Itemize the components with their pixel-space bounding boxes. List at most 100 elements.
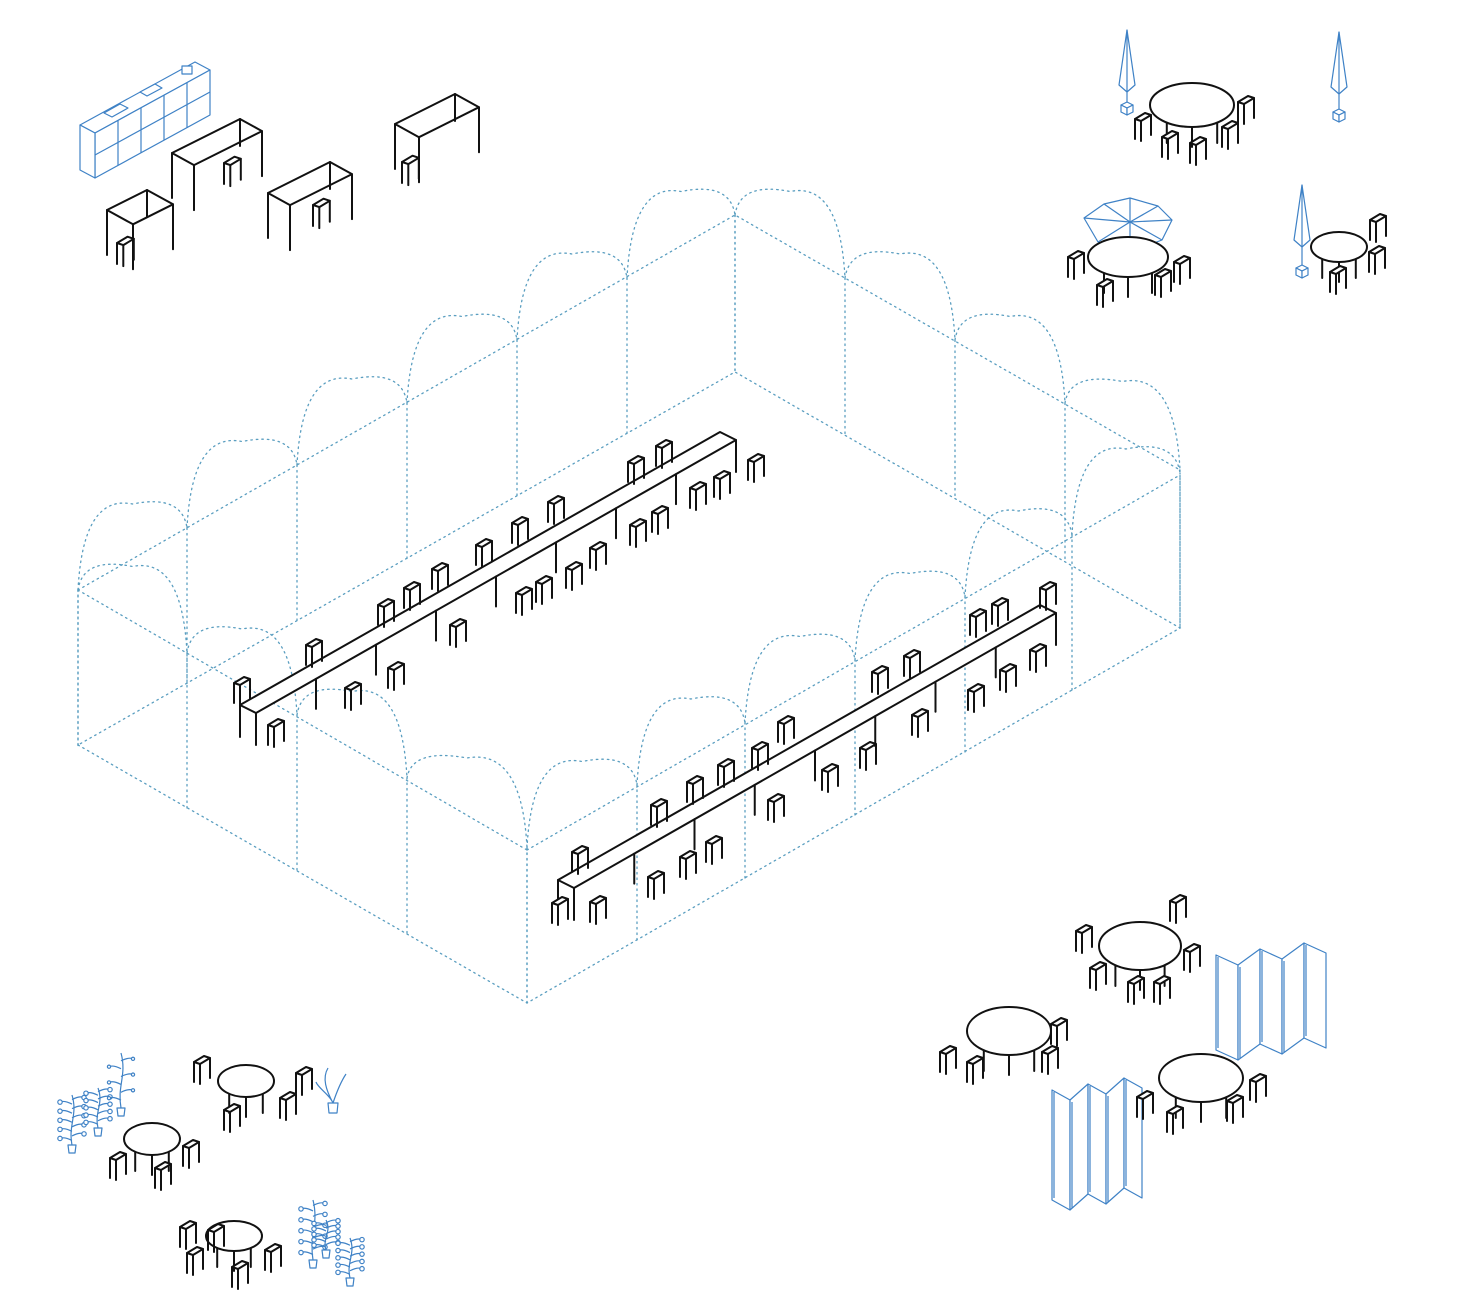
stool-icon xyxy=(1169,894,1187,924)
stool-icon xyxy=(999,663,1017,693)
stool-icon xyxy=(1161,130,1179,160)
stool-icon xyxy=(431,562,449,592)
stool-icon xyxy=(312,197,331,230)
arch-icon xyxy=(854,570,966,661)
screen-tables-group xyxy=(939,894,1327,1211)
stool-icon xyxy=(1039,581,1057,611)
stool-icon xyxy=(511,516,529,546)
arch-icon xyxy=(636,696,746,786)
stool-icon xyxy=(223,155,242,188)
stool-icon xyxy=(116,235,135,268)
arch-icon xyxy=(954,313,1066,404)
potted-plant-icon xyxy=(83,1086,113,1137)
arch-icon xyxy=(296,376,408,466)
stool-icon xyxy=(686,775,704,805)
plant-tables-group xyxy=(57,1052,365,1290)
hall-edge xyxy=(77,589,528,851)
desk-icon xyxy=(171,118,263,212)
stool-icon xyxy=(1136,1090,1154,1120)
stool-icon xyxy=(713,470,731,500)
potted-plant-icon xyxy=(57,1094,87,1154)
stool-icon xyxy=(679,850,697,880)
arch-icon xyxy=(296,688,408,779)
round-table-icon xyxy=(966,1006,1052,1076)
arch-icon xyxy=(1064,378,1181,471)
arch-icon xyxy=(516,251,628,341)
stool-icon xyxy=(650,798,668,828)
round-table-icon xyxy=(217,1064,275,1118)
stool-icon xyxy=(1029,643,1047,673)
round-table-icon xyxy=(123,1122,181,1176)
stool-icon xyxy=(747,453,765,483)
stool-icon xyxy=(515,586,533,616)
stool-icon xyxy=(1050,1017,1068,1047)
stool-icon xyxy=(233,676,251,706)
stool-icon xyxy=(1368,245,1386,275)
stool-icon xyxy=(991,597,1009,627)
stool-icon xyxy=(911,708,929,738)
stool-icon xyxy=(571,845,589,875)
arch-icon xyxy=(526,758,638,849)
potted-plant-icon xyxy=(315,1067,347,1114)
stool-icon xyxy=(589,541,607,571)
folding-screen-icon xyxy=(1051,1077,1143,1211)
stool-icon xyxy=(655,439,673,469)
stool-icon xyxy=(535,575,553,605)
stool-icon xyxy=(267,718,285,748)
desk-icon xyxy=(106,189,174,271)
desk-icon xyxy=(267,161,353,252)
stool-icon xyxy=(186,1246,204,1276)
stool-icon xyxy=(629,518,647,548)
stool-icon xyxy=(966,1055,984,1085)
stool-icon xyxy=(1329,265,1347,295)
stool-icon xyxy=(223,1103,241,1133)
arch-icon xyxy=(844,251,956,341)
arch-icon xyxy=(406,754,528,849)
stool-icon xyxy=(193,1055,211,1085)
arch-icon xyxy=(734,188,846,279)
stool-icon xyxy=(821,763,839,793)
stool-icon xyxy=(182,1139,200,1169)
potted-plant-icon xyxy=(335,1236,365,1287)
stool-icon xyxy=(179,1220,197,1250)
stool-icon xyxy=(1096,278,1114,308)
long-tables-group xyxy=(233,431,1057,926)
stool-icon xyxy=(705,835,723,865)
arch-icon xyxy=(186,626,298,716)
stool-icon xyxy=(1189,136,1207,166)
stool-icon xyxy=(403,581,421,611)
umbrella-icon xyxy=(1330,31,1348,123)
stool-icon xyxy=(547,495,565,525)
stool-icon xyxy=(751,741,769,771)
round-table-icon xyxy=(1310,231,1368,283)
stool-icon xyxy=(969,608,987,638)
stool-icon xyxy=(1249,1073,1267,1103)
stool-icon xyxy=(1041,1045,1059,1075)
arched-hall xyxy=(77,188,1182,1004)
arch-icon xyxy=(77,501,188,591)
stool-icon xyxy=(967,683,985,713)
stool-icon xyxy=(264,1243,282,1273)
potted-plant-icon xyxy=(298,1199,328,1269)
stool-icon xyxy=(207,1223,225,1253)
stool-icon xyxy=(295,1066,313,1096)
stool-icon xyxy=(401,154,420,187)
arch-icon xyxy=(186,438,298,529)
stool-icon xyxy=(767,793,785,823)
umbrella-tables-group xyxy=(1067,29,1387,308)
round-table-icon xyxy=(1149,82,1235,148)
stool-icon xyxy=(1166,1105,1184,1135)
bookshelf-icon xyxy=(79,61,211,179)
arch-icon xyxy=(1071,446,1181,536)
stool-icon xyxy=(551,896,569,926)
folding-screen-icon xyxy=(1215,942,1327,1061)
stool-icon xyxy=(1153,975,1171,1005)
stool-icon xyxy=(1221,120,1239,150)
umbrella-icon xyxy=(1118,29,1136,116)
umbrella-icon xyxy=(1293,184,1311,279)
desks-group xyxy=(79,61,480,271)
stool-icon xyxy=(1237,95,1255,125)
stool-icon xyxy=(903,649,921,679)
arch-icon xyxy=(626,188,736,279)
